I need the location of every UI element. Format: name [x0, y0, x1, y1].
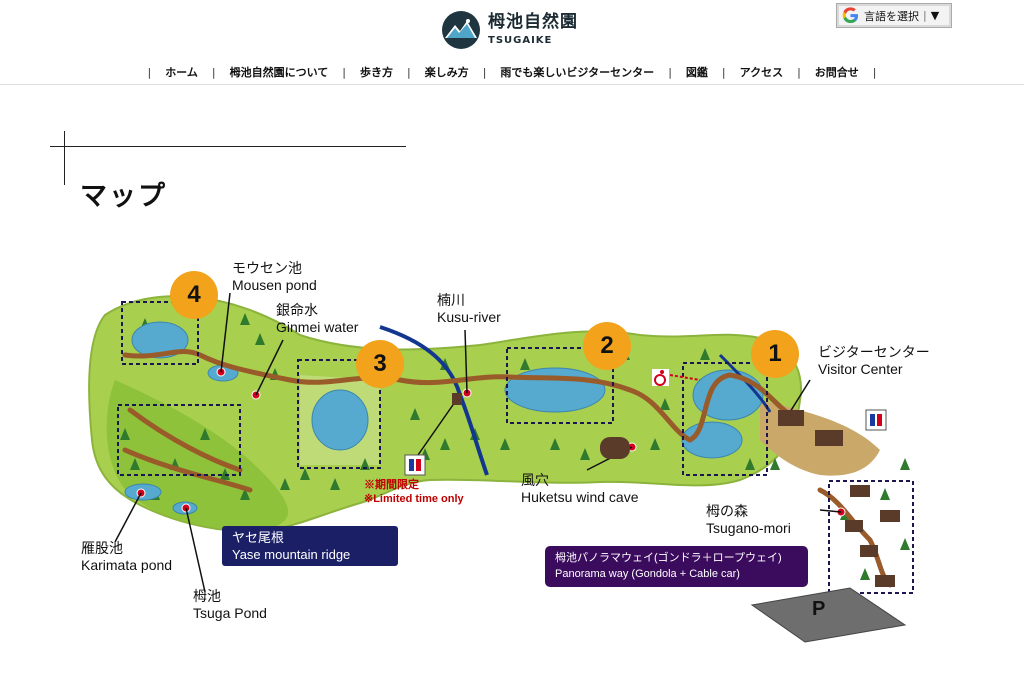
heading-decoration — [50, 146, 406, 147]
site-logo[interactable]: 栂池自然園 TSUGAIKE — [441, 10, 578, 50]
wheelchair-icon — [652, 369, 669, 386]
header-divider — [0, 84, 1024, 85]
nav-guide[interactable]: 図鑑 — [685, 66, 708, 79]
nav-divider: | — [668, 65, 672, 79]
nav-divider: | — [211, 65, 216, 79]
restroom-icon — [865, 409, 887, 431]
area-marker-4[interactable]: 4 — [170, 271, 218, 319]
main-nav: | ホーム | 栂池自然園について | 歩き方 | 楽しみ方 | 雨でも楽しいビ… — [0, 62, 1024, 82]
logo-title: 栂池自然園 — [488, 12, 578, 32]
restroom-icon — [404, 454, 426, 476]
nav-enjoy[interactable]: 楽しみ方 — [424, 66, 469, 79]
language-select[interactable]: 言語を選択 | ▼ — [836, 3, 952, 28]
google-g-icon — [842, 7, 859, 24]
heading-decoration — [64, 131, 65, 185]
buildings — [452, 393, 900, 587]
parking-lot — [750, 587, 907, 643]
logo-subtitle: TSUGAIKE — [488, 35, 553, 46]
nav-divider: | — [721, 65, 726, 79]
nav-about[interactable]: 栂池自然園について — [229, 66, 329, 79]
nav-divider: | — [872, 65, 877, 79]
parking-icon: P — [812, 598, 826, 620]
area-marker-3[interactable]: 3 — [356, 340, 404, 388]
page-title: マップ — [80, 181, 167, 212]
leader-lines — [114, 292, 842, 593]
area-marker-2[interactable]: 2 — [583, 322, 631, 370]
nav-divider: | — [406, 65, 411, 79]
chevron-down-icon: ▼ — [930, 9, 940, 22]
language-select-label: 言語を選択 — [864, 9, 919, 23]
limited-time-label: ※期間限定※Limited time only — [364, 479, 464, 505]
nav-home[interactable]: ホーム — [165, 66, 198, 79]
nav-walking[interactable]: 歩き方 — [359, 66, 393, 79]
nav-divider: | — [482, 65, 487, 79]
mountain-logo-icon — [442, 11, 480, 49]
trail — [122, 349, 893, 588]
nav-divider: | — [147, 65, 152, 79]
area-boxes — [117, 301, 914, 594]
accessible-route — [669, 374, 701, 381]
nav-divider: | — [797, 65, 801, 79]
panorama-way-label: 栂池パノラマウェイ(ゴンドラ＋ロープウェイ)Panorama way (Gond… — [545, 546, 808, 587]
nav-visitor-center[interactable]: 雨でも楽しいビジターセンター — [500, 66, 655, 79]
nav-access[interactable]: アクセス — [739, 66, 784, 79]
nav-divider: | — [342, 65, 346, 79]
divider: | — [923, 9, 927, 22]
area-marker-1[interactable]: 1 — [751, 330, 799, 378]
nav-contact[interactable]: お問合せ — [814, 66, 859, 79]
